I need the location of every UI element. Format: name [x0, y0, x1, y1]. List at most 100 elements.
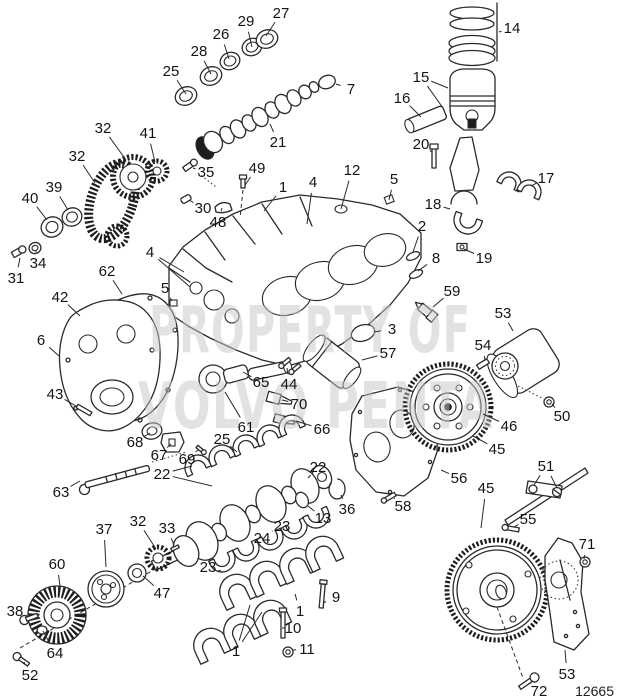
cap-stud-drawing — [278, 607, 288, 639]
callout-leader — [169, 297, 173, 302]
thrust-ring-drawing — [328, 478, 346, 500]
main-caps-drawing — [193, 535, 345, 665]
callout-leader — [443, 206, 451, 210]
callout-leader — [142, 575, 155, 587]
callout-leader — [340, 494, 344, 500]
callout-leader — [172, 476, 213, 487]
callout-label-24: 24 — [254, 530, 271, 547]
long-bolt-drawing — [78, 451, 187, 496]
callout-leader — [241, 611, 263, 643]
callout-leader — [48, 346, 60, 357]
callout-leader — [247, 31, 253, 48]
flexplate-drawing — [402, 361, 494, 453]
callout-label-8: 8 — [432, 250, 440, 267]
wrist-pin-drawing — [404, 105, 447, 134]
gallery-plug-drawing — [169, 299, 178, 307]
callout-leader — [412, 236, 419, 253]
diagram-id-number: 12665 — [575, 683, 614, 699]
callout-leader — [322, 601, 327, 604]
callout-label-20: 20 — [413, 136, 430, 153]
callout-leader — [143, 529, 157, 550]
knock-sensor-drawing — [414, 301, 439, 323]
callout-leader — [409, 105, 422, 118]
callout-leader — [265, 21, 276, 37]
callout-leader — [195, 449, 199, 453]
callout-leader — [393, 497, 396, 500]
callout-label-63: 63 — [53, 484, 70, 501]
callout-label-42: 42 — [52, 289, 69, 306]
engine-block-drawing — [168, 158, 424, 367]
callout-label-32: 32 — [95, 120, 112, 137]
callout-label-7: 7 — [347, 81, 355, 98]
callout-label-60: 60 — [49, 556, 66, 573]
callout-leader — [42, 630, 51, 644]
callout-leader — [64, 399, 77, 407]
callout-leader — [17, 257, 21, 268]
callout-leader — [583, 554, 586, 560]
callout-leader — [157, 258, 191, 288]
callout-label-51: 51 — [538, 458, 555, 475]
callout-leader — [220, 207, 223, 212]
callout-label-50: 50 — [554, 408, 571, 425]
cap-stud-drawing — [318, 579, 328, 609]
callout-label-25: 25 — [163, 63, 180, 80]
timing-cover-drawing — [58, 299, 161, 432]
callout-leader — [224, 391, 241, 418]
callout-label-67: 67 — [151, 447, 168, 464]
callout-label-11: 11 — [299, 641, 315, 658]
rod-cap-drawing — [453, 210, 484, 235]
callout-label-55: 55 — [520, 511, 537, 528]
callout-label-17: 17 — [538, 170, 555, 187]
callout-label-9: 9 — [332, 589, 340, 606]
callout-label-72: 72 — [531, 683, 548, 700]
oil-sender-drawing — [265, 390, 293, 405]
callout-leader — [306, 192, 312, 225]
callout-leader — [218, 569, 222, 572]
callout-leader — [229, 445, 238, 453]
callout-label-35: 35 — [198, 164, 215, 181]
callout-leader — [244, 176, 252, 186]
callout-leader — [373, 330, 382, 333]
callout-label-23: 23 — [274, 518, 291, 535]
callout-leader — [109, 136, 127, 161]
callout-label-56: 56 — [451, 470, 468, 487]
callout-label-65: 65 — [253, 374, 270, 391]
callout-leader — [417, 264, 428, 272]
lower-bearing-shells-drawing — [208, 505, 330, 573]
callout-leader — [432, 297, 444, 308]
callout-leader — [564, 649, 567, 664]
callout-label-3: 3 — [388, 321, 396, 338]
callout-leader — [159, 257, 185, 273]
callout-label-64: 64 — [47, 645, 64, 662]
callout-label-25: 25 — [214, 431, 231, 448]
callout-label-47: 47 — [154, 585, 171, 602]
callout-leader — [203, 60, 212, 75]
callout-label-36: 36 — [339, 501, 356, 518]
callout-label-43: 43 — [47, 386, 64, 403]
callout-label-23: 23 — [200, 559, 217, 576]
timing-chain-drawing — [84, 154, 217, 249]
callout-leader — [67, 304, 81, 317]
callout-label-48: 48 — [210, 214, 227, 231]
callout-leader — [551, 403, 556, 408]
callout-label-16: 16 — [394, 90, 411, 107]
coupler-drawing — [475, 328, 560, 408]
callout-leader — [281, 399, 289, 402]
callout-leader — [430, 80, 449, 89]
callout-leader — [172, 465, 193, 472]
callout-label-1: 1 — [232, 643, 240, 660]
connecting-rod-drawing — [449, 136, 480, 192]
callout-leader — [144, 432, 151, 437]
callout-leader — [242, 371, 252, 378]
callout-leader — [70, 480, 81, 487]
callout-leader — [188, 199, 194, 203]
callout-leader — [530, 182, 537, 187]
callout-leader — [294, 593, 298, 601]
callout-leader — [533, 475, 541, 486]
callout-label-33: 33 — [159, 520, 176, 537]
callout-label-53: 53 — [495, 305, 512, 322]
callout-label-6: 6 — [37, 332, 45, 349]
callout-label-62: 62 — [99, 263, 116, 280]
